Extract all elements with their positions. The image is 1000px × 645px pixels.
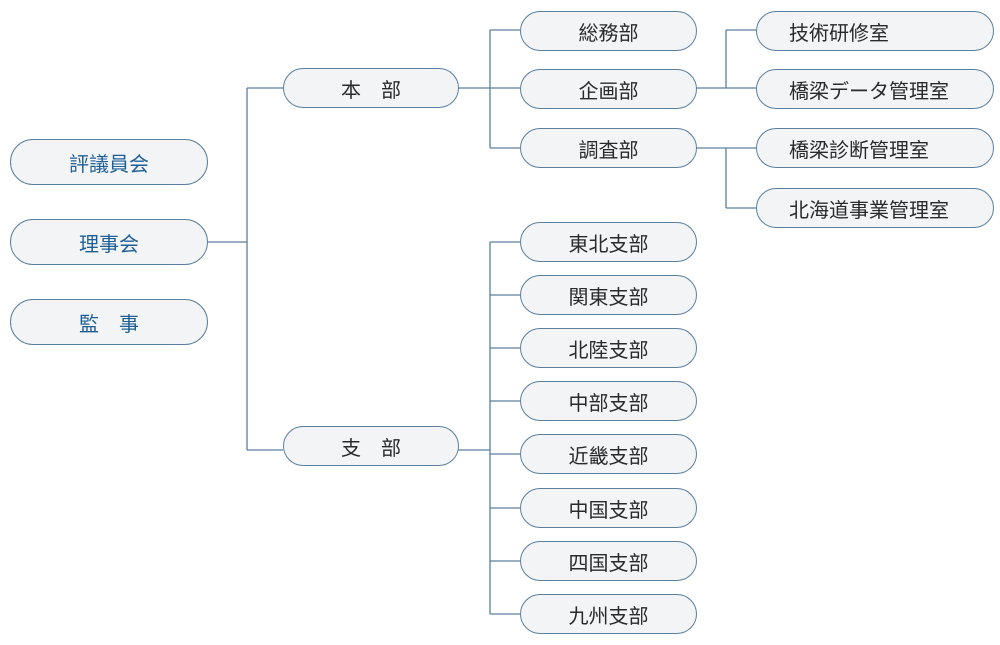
branch-node-kinki: 近畿支部 xyxy=(520,434,697,474)
general-affairs-dept-node: 総務部 xyxy=(520,11,697,51)
branches-node: 支 部 xyxy=(283,426,459,466)
branch-node-kyushu: 九州支部 xyxy=(520,594,697,634)
board-node: 理事会 xyxy=(10,219,208,265)
branch-node-tohoku: 東北支部 xyxy=(520,222,697,262)
branch-node-kanto: 関東支部 xyxy=(520,275,697,315)
branch-node-hokuriku: 北陸支部 xyxy=(520,328,697,368)
auditor-node: 監 事 xyxy=(10,299,208,345)
planning-dept-node: 企画部 xyxy=(520,69,697,109)
council-node: 評議員会 xyxy=(10,139,208,185)
bridge-data-office-node: 橋梁データ管理室 xyxy=(756,69,994,109)
headquarters-node: 本 部 xyxy=(283,68,459,108)
hokkaido-office-node: 北海道事業管理室 xyxy=(756,188,994,228)
bridge-diagnosis-office-node: 橋梁診断管理室 xyxy=(756,128,994,168)
research-dept-node: 調査部 xyxy=(520,128,697,168)
branch-node-chugoku: 中国支部 xyxy=(520,488,697,528)
branch-node-chubu: 中部支部 xyxy=(520,381,697,421)
technical-training-office-node: 技術研修室 xyxy=(756,11,994,51)
branch-node-shikoku: 四国支部 xyxy=(520,541,697,581)
